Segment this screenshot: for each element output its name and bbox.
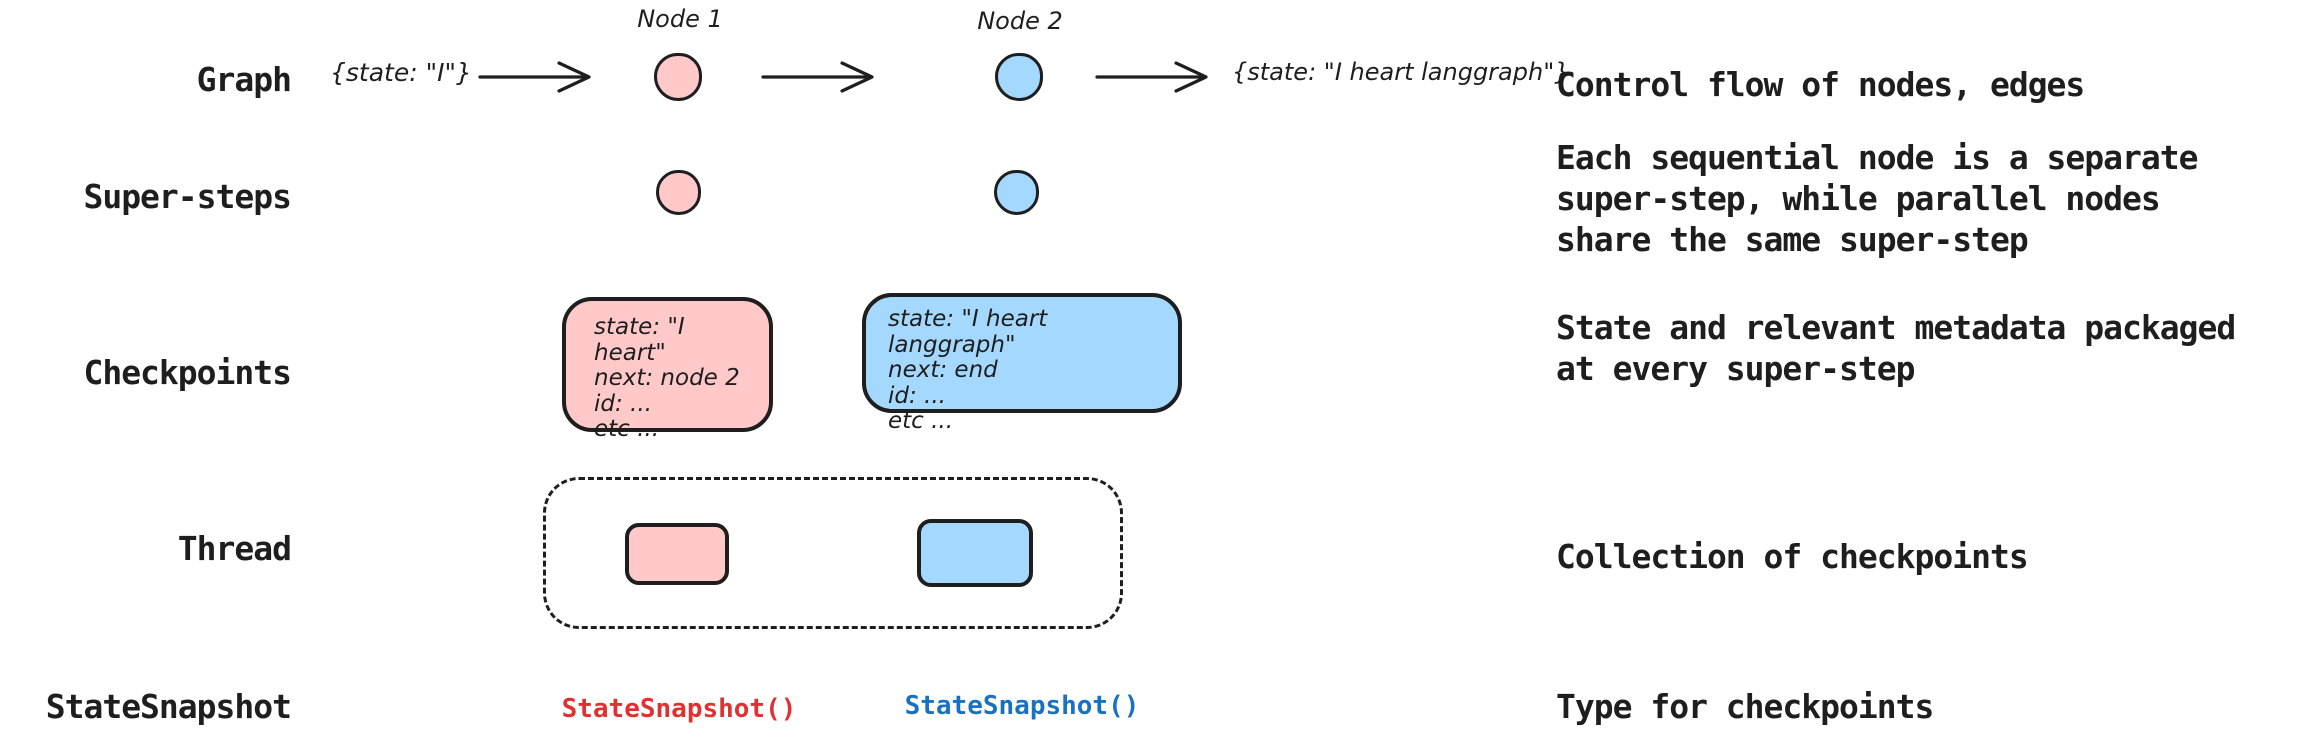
- desc-checkpoints: State and relevant metadata packaged at …: [1556, 308, 2236, 388]
- node2-circle: [995, 53, 1043, 101]
- output-state-text: {state: "I heart langgraph"}: [1232, 58, 1570, 86]
- desc-thread: Collection of checkpoints: [1556, 537, 2029, 576]
- thread-checkpoint1-box: [625, 523, 729, 585]
- node1-label: Node 1: [637, 5, 723, 33]
- node1-circle: [654, 53, 702, 101]
- super-step1-circle: [656, 170, 701, 215]
- row-label-graph: Graph: [196, 60, 292, 99]
- checkpoint2-text: state: "I heart langgraph" next: end id:…: [888, 306, 1048, 434]
- input-state-text: {state: "I"}: [330, 58, 472, 87]
- arrow-right-icon: [760, 57, 878, 97]
- row-label-thread: Thread: [177, 529, 292, 568]
- checkpoint2-box: state: "I heart langgraph" next: end id:…: [862, 293, 1182, 434]
- node2-label: Node 2: [977, 7, 1063, 35]
- statesnapshot-call-pink: StateSnapshot(): [561, 694, 797, 724]
- thread-checkpoint2-box: [917, 519, 1033, 587]
- super-step2-circle: [994, 170, 1039, 215]
- thread-container-box: [543, 477, 1123, 629]
- desc-graph: Control flow of nodes, edges: [1556, 65, 2085, 104]
- statesnapshot-call-blue: StateSnapshot(): [904, 691, 1140, 721]
- checkpoint1-text: state: "I heart" next: node 2 id: ... et…: [594, 314, 740, 442]
- row-label-checkpoints: Checkpoints: [83, 353, 292, 392]
- arrow-right-icon: [1094, 57, 1212, 97]
- desc-statesnapshot: Type for checkpoints: [1556, 687, 1934, 726]
- desc-super-steps: Each sequential node is a separate super…: [1556, 138, 2199, 259]
- row-label-statesnapshot: StateSnapshot: [45, 687, 292, 726]
- arrow-right-icon: [477, 57, 595, 97]
- row-label-super-steps: Super-steps: [83, 177, 292, 216]
- checkpoint1-box: state: "I heart" next: node 2 id: ... et…: [562, 297, 773, 442]
